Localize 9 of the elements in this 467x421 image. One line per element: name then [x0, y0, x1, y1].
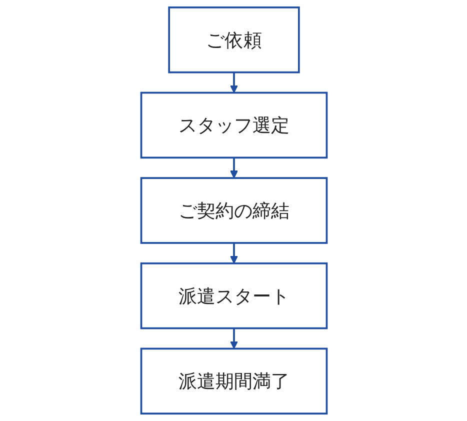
node-box: 派遣スタート [140, 262, 328, 330]
node-box: ご依頼 [168, 6, 300, 74]
arrow [229, 242, 238, 264]
node-box: 派遣期間満了 [140, 348, 328, 414]
arrow [229, 72, 238, 94]
arrow [229, 328, 238, 350]
node-box: スタッフ選定 [140, 92, 328, 159]
node-box: ご契約の締結 [140, 177, 328, 244]
arrow [229, 158, 238, 178]
